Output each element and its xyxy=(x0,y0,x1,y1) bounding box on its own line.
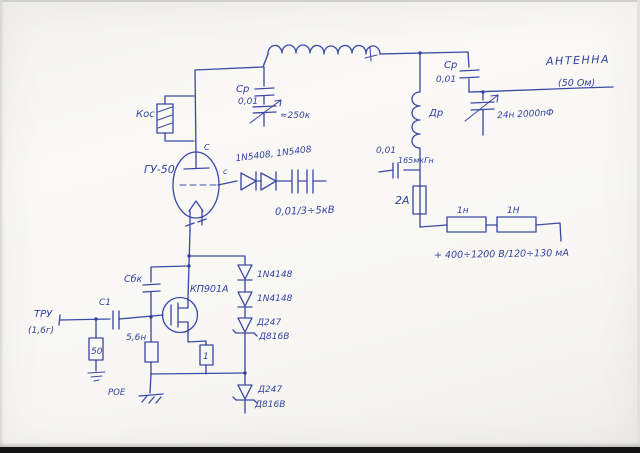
label-varcap-left-value: ≈250к xyxy=(280,111,311,121)
junction-dot xyxy=(243,371,247,375)
supply-wire xyxy=(419,222,562,242)
tap-mark xyxy=(364,46,378,62)
junction-dot xyxy=(481,90,485,94)
label-tube: ГУ-50 xyxy=(144,163,175,176)
feedback-coil-box xyxy=(156,103,174,134)
label-blocking-cap: Сбк xyxy=(124,274,142,285)
label-filter-a: 1н xyxy=(457,206,469,216)
tube-cathode xyxy=(188,200,204,212)
label-choke-value: 165мкГн xyxy=(398,156,434,165)
tank-coil xyxy=(267,44,381,55)
clamp-diode-1 xyxy=(237,264,253,292)
input-wire xyxy=(58,314,164,326)
label-filter-b: 1Н xyxy=(507,206,520,216)
feedback-coil-leads xyxy=(164,95,195,142)
label-bypass-cap-value: 0,01 xyxy=(376,146,396,156)
scan-edge-top xyxy=(0,0,640,2)
coupling-cap-left xyxy=(252,66,277,127)
label-cap-cr-right-value: 0,01 xyxy=(436,75,456,85)
label-cap-c1: С1 xyxy=(99,298,111,308)
varcap-left-arrow xyxy=(249,99,282,124)
feedback-coil-hatch xyxy=(157,106,173,129)
schematic-labels: АНТЕННА (50 Ом) Ср 0,01 ≈250к Кос ГУ-50 … xyxy=(28,53,610,410)
scan-edge-left xyxy=(0,0,4,453)
label-zener-top-2: Д816В xyxy=(258,332,289,342)
transistor-internals xyxy=(170,297,189,334)
label-antenna-note: (50 Ом) xyxy=(558,78,595,89)
label-zener-bot-2: Д816В xyxy=(254,400,285,410)
label-input: ТРУ xyxy=(34,309,53,320)
zener-bottom xyxy=(232,372,258,414)
label-diode-b: 1N4148 xyxy=(257,294,293,304)
input-cap-c1 xyxy=(112,310,120,330)
bypass-cap xyxy=(378,162,421,179)
label-zener-bot-1: Д247 xyxy=(257,385,282,395)
label-choke: Др xyxy=(428,108,443,119)
label-zener-top-1: Д247 xyxy=(256,318,281,328)
blocking-cap xyxy=(142,265,190,318)
bottom-rail xyxy=(150,372,246,375)
zener-top xyxy=(232,317,258,374)
plate-choke xyxy=(411,52,421,179)
scan-edge-right xyxy=(637,0,640,453)
label-gnd: РОЕ xyxy=(108,388,126,398)
label-antenna: АНТЕННА xyxy=(545,53,610,68)
top-rail xyxy=(379,51,469,55)
coupling-cap-right xyxy=(459,51,480,93)
label-comp-56n: 5,6н xyxy=(126,333,146,343)
clamp-diode-2 xyxy=(237,291,253,318)
label-tube-pin-grid: с xyxy=(223,167,228,176)
transistor-body xyxy=(161,296,199,334)
grid-wire xyxy=(217,180,238,186)
junction-dot xyxy=(187,254,191,258)
label-cap-cr-right: Ср xyxy=(444,60,457,71)
label-supply: + 400÷1200 В/120÷130 мА xyxy=(434,248,569,261)
scan-edge-bottom xyxy=(0,447,640,453)
filter-box-b xyxy=(496,216,537,233)
label-hv-diodes: 1N5408, 1N5408 xyxy=(235,145,312,164)
junction-dot xyxy=(418,51,422,55)
label-fuse: 2А xyxy=(395,194,410,207)
label-feedback-coil: Кос xyxy=(136,109,155,120)
junction-dot xyxy=(187,264,191,268)
tube-pins xyxy=(185,210,207,232)
plate-wire xyxy=(194,53,269,154)
tube-anode xyxy=(183,153,210,170)
diode-chain-top-wire xyxy=(188,255,246,265)
label-diode-a: 1N4148 xyxy=(257,270,293,280)
junction-dot xyxy=(149,315,153,319)
chassis-ground xyxy=(138,373,164,404)
antenna-varcap xyxy=(470,91,495,136)
label-res-1: 1 xyxy=(203,352,209,362)
label-varcap-right-value: 24н 2000пФ xyxy=(497,108,554,121)
label-input-note: (1,6г) xyxy=(28,326,54,336)
label-cap-cr-left: Ср xyxy=(236,84,249,95)
schematic-strokes xyxy=(58,44,614,414)
label-tube-pin-anode: С xyxy=(204,143,210,152)
label-cap-cr-left-value: 0,01 xyxy=(238,97,258,107)
label-hv-cap-value: 0,01/3÷5кВ xyxy=(275,205,335,218)
hv-diode-1 xyxy=(240,171,257,191)
source-wire xyxy=(187,332,207,375)
hv-caps xyxy=(275,169,327,194)
comp-56n-body xyxy=(144,341,159,363)
label-transistor: КП901А xyxy=(190,284,229,295)
filter-box-a xyxy=(446,216,487,233)
res-50-ground xyxy=(87,371,106,382)
label-res-50: 50 xyxy=(91,347,103,357)
junction-dot xyxy=(94,317,98,321)
hv-diode-2 xyxy=(260,171,277,191)
antenna-varcap-arrow xyxy=(464,94,499,122)
